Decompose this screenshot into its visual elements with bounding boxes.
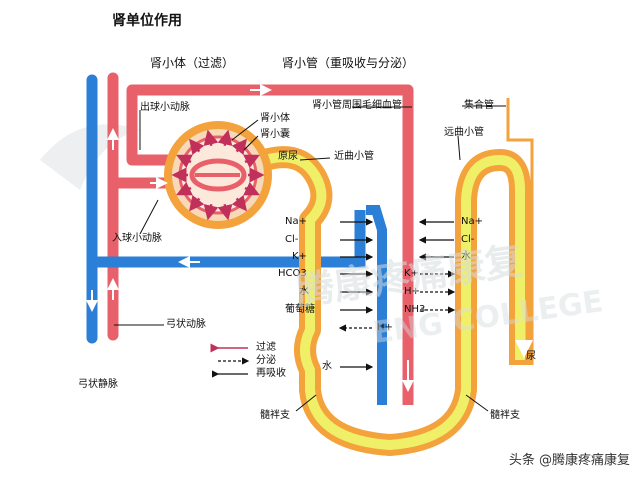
legend-filtration: 过滤 <box>256 342 276 353</box>
corpuscle-label: 肾小体 <box>260 113 290 124</box>
loop-left-label: 髓袢支 <box>260 410 290 421</box>
distal-label: 远曲小管 <box>444 127 484 138</box>
urine-label: 尿 <box>526 351 536 362</box>
efferent-shape <box>126 84 414 405</box>
reabsorb-left-label: Na+ <box>285 216 307 227</box>
efferent-label: 出球小动脉 <box>140 102 190 113</box>
filtration-arrow <box>189 194 205 212</box>
filtration-arrow <box>203 203 219 221</box>
filtration-arrow <box>176 181 193 196</box>
filtration-arrow <box>217 203 233 221</box>
reabsorb-right-label: Cl- <box>461 234 475 245</box>
afferent-label: 入球小动脉 <box>112 233 162 244</box>
filtration-arrow <box>231 194 247 212</box>
reabsorb-left-label: Cl- <box>285 234 299 245</box>
reabsorb-right-label: Na+ <box>461 216 483 227</box>
secrete-right-label: K+ <box>404 268 419 279</box>
filtration-arrow <box>203 129 219 147</box>
loop-water-label: 水 <box>322 361 332 372</box>
secrete-right-label: NH3 <box>404 304 426 315</box>
reabsorb-left-label: K+ <box>292 251 307 262</box>
secrete-right-label: H+ <box>404 286 420 297</box>
filtration-arrow <box>189 138 205 156</box>
filtration-arrow <box>243 181 260 196</box>
reabsorb-left-label: HCO3 <box>278 268 307 279</box>
secrete-left-label: H+ <box>377 322 393 333</box>
tubule-subtitle: 肾小管（重吸收与分泌） <box>282 56 415 70</box>
reabsorb-left-label: 水 <box>299 286 309 297</box>
filtration-arrow <box>243 154 260 169</box>
reabsorb-left-label: 葡萄糖 <box>285 304 315 315</box>
footer-credit: 头条 @腾康疼痛康复 <box>508 453 630 468</box>
filtration-arrow <box>217 129 233 147</box>
page-title: 肾单位作用 <box>112 13 182 29</box>
collecting-duct-shape <box>506 98 534 365</box>
peritubular-label: 肾小管周围毛细血管 <box>312 100 402 111</box>
glomerulus-loop <box>189 158 247 192</box>
collecting-label: 集合管 <box>464 100 494 111</box>
filtration-arrow <box>231 138 247 156</box>
arcuate-artery-label: 弓状动脉 <box>166 319 206 330</box>
capsule-label: 肾小囊 <box>260 129 290 140</box>
filtration-arrow <box>176 154 193 169</box>
reabsorb-right-label: 水 <box>461 251 471 262</box>
corpuscle-subtitle: 肾小体（过滤） <box>150 56 235 70</box>
arcuate-vein-label: 弓状静脉 <box>78 379 118 390</box>
filtration-arrows <box>171 129 265 221</box>
legend-reabsorption: 再吸收 <box>256 368 286 379</box>
filtrate-shape <box>263 152 525 450</box>
primary-urine-label: 原尿 <box>278 151 298 162</box>
loop-right-label: 髓袢支 <box>490 410 520 421</box>
legend-secretion: 分泌 <box>256 355 276 366</box>
proximal-label: 近曲小管 <box>334 151 374 162</box>
transport-arrows <box>86 84 456 392</box>
venous-capillary-shape <box>366 205 387 405</box>
